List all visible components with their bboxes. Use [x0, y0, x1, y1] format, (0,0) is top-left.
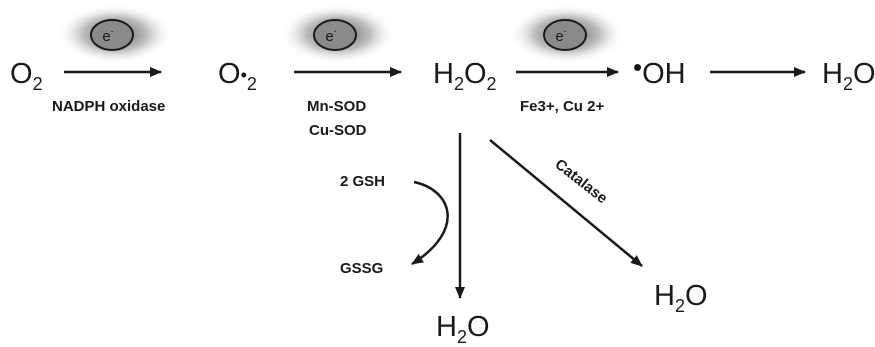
electron-charge: -: [334, 26, 337, 36]
species-hydrogen-peroxide: H2O2: [433, 58, 497, 94]
species-hydroxyl-radical: •OH: [633, 52, 686, 90]
label-nadph-oxidase: NADPH oxidase: [52, 98, 165, 115]
species-water-final: H2O: [822, 58, 875, 94]
electron-charge: -: [564, 26, 567, 36]
species-water-gpx: H2O: [436, 311, 490, 347]
electron-charge: -: [111, 26, 114, 36]
electron-symbol: e: [555, 28, 563, 45]
label-gssg: GSSG: [340, 260, 383, 277]
svg-text:e-: e-: [325, 26, 336, 45]
species-superoxide: O•2: [218, 58, 257, 94]
electron-icon-3: e-: [509, 4, 625, 64]
electron-symbol: e: [325, 28, 333, 45]
svg-text:e-: e-: [555, 26, 566, 45]
electron-icon-2: e-: [280, 4, 396, 64]
label-metal-ions: Fe3+, Cu 2+: [520, 98, 604, 115]
label-cu-sod: Cu-SOD: [309, 122, 367, 139]
label-2-gsh: 2 GSH: [340, 173, 385, 190]
species-oxygen: O2: [10, 58, 43, 94]
arrow-gsh-to-gssg: [411, 180, 449, 266]
electron-symbol: e: [102, 28, 110, 45]
svg-text:e-: e-: [102, 26, 113, 45]
species-water-catalase: H2O: [654, 280, 708, 316]
label-mn-sod: Mn-SOD: [307, 98, 366, 115]
electron-icon-1: e-: [57, 4, 173, 64]
arrow-h2o2-to-water-catalase: [489, 139, 643, 267]
